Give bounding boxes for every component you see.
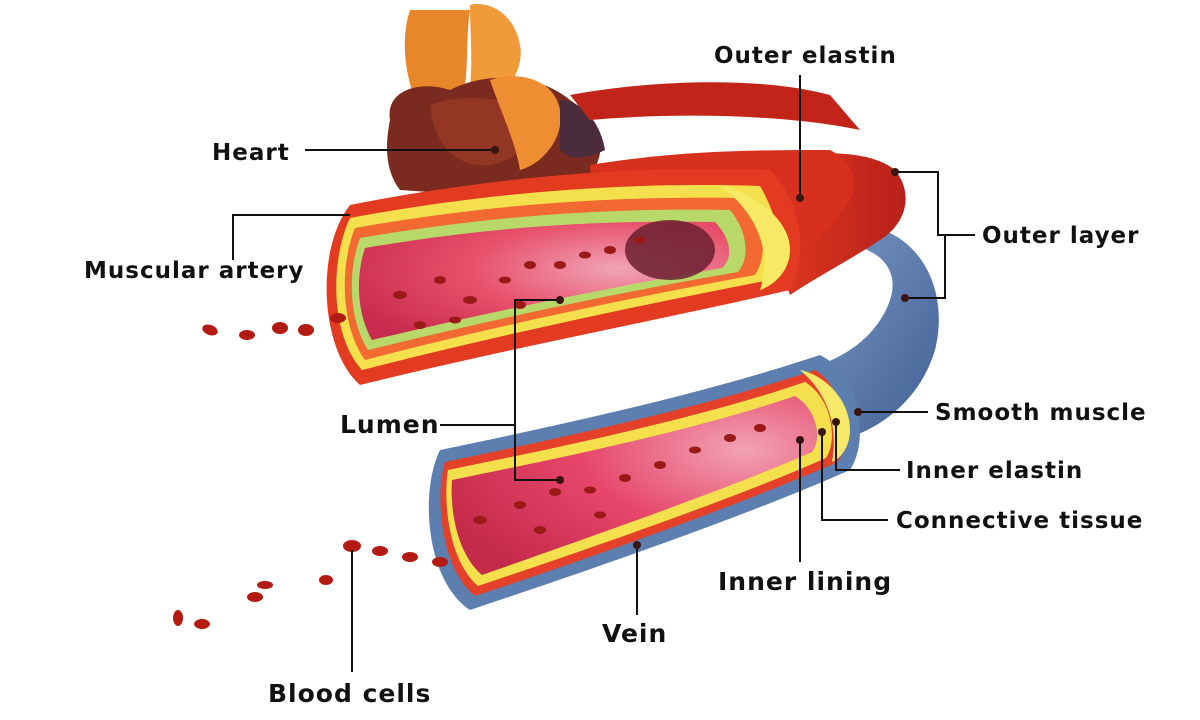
blood-cell	[343, 540, 361, 552]
blood-cell	[514, 301, 526, 309]
blood-cell	[173, 610, 183, 626]
blood-cell	[514, 501, 526, 509]
blood-cell	[202, 324, 218, 336]
blood-cell	[584, 486, 596, 494]
artery-blood-cells	[393, 236, 646, 329]
blood-cell	[194, 619, 210, 629]
label-smooth-muscle: Smooth muscle	[935, 400, 1147, 426]
blood-cell	[634, 236, 646, 244]
blood-cell	[554, 261, 566, 269]
blood-cell	[724, 434, 736, 442]
blood-cell	[298, 324, 314, 336]
leader-dot	[891, 168, 899, 176]
blood-cell	[393, 291, 407, 299]
leader-dot	[901, 294, 909, 302]
heart-dark-vessel	[560, 100, 605, 158]
vein-cut-face-yellow	[800, 370, 850, 462]
leader-dot	[818, 428, 826, 436]
blood-cell	[473, 516, 487, 524]
muscular-artery-tube	[326, 168, 801, 385]
label-heart: Heart	[212, 140, 290, 166]
blood-cell	[604, 246, 616, 254]
leader-dot	[491, 146, 499, 154]
heart-illustration	[387, 4, 605, 195]
blood-cell	[549, 488, 561, 496]
leader-dot	[633, 541, 641, 549]
blood-cell	[372, 546, 388, 556]
blood-cell	[257, 581, 273, 589]
blood-cell	[239, 330, 255, 340]
label-muscular-artery: Muscular artery	[84, 258, 305, 284]
blood-cell	[654, 461, 666, 469]
labels: Outer elastin Heart Outer layer Muscular…	[84, 43, 1147, 708]
blood-cell	[330, 313, 346, 323]
blood-cell	[272, 322, 288, 334]
blood-cell	[579, 251, 591, 259]
label-outer-layer: Outer layer	[982, 223, 1140, 249]
leader-muscular-artery	[232, 214, 350, 260]
label-vein: Vein	[602, 619, 667, 648]
blood-cell	[499, 276, 511, 284]
blood-cell	[434, 276, 446, 284]
label-inner-lining: Inner lining	[718, 567, 892, 596]
leader-dot	[796, 194, 804, 202]
artery-lumen-shadow	[625, 220, 715, 280]
blood-cell	[534, 526, 546, 534]
label-outer-elastin: Outer elastin	[714, 43, 897, 69]
blood-cell	[524, 261, 536, 269]
leader-dot	[796, 436, 804, 444]
leader-connective-tissue	[821, 432, 888, 521]
label-connective-tissue: Connective tissue	[896, 508, 1143, 534]
leader-dot	[556, 476, 564, 484]
blood-cell	[449, 316, 461, 324]
leader-lumen-vertical	[514, 299, 560, 481]
leader-inner-elastin	[835, 422, 900, 471]
label-blood-cells: Blood cells	[268, 679, 431, 708]
heart-to-artery-vessel	[570, 82, 860, 130]
blood-cell	[414, 321, 426, 329]
leader-dot	[556, 296, 564, 304]
leader-dot	[832, 418, 840, 426]
heart-aorta	[404, 10, 470, 110]
artery-cut-face-yellow	[720, 185, 790, 290]
blood-cell	[619, 474, 631, 482]
blood-cell	[247, 592, 263, 602]
heart-orange-vessel	[490, 76, 561, 170]
blood-cell	[432, 557, 448, 567]
blood-cell	[594, 511, 606, 519]
label-inner-elastin: Inner elastin	[906, 458, 1083, 484]
leader-outer-layer-lower	[905, 235, 946, 299]
vein-blood-cells	[473, 424, 766, 534]
leader-outer-layer	[895, 171, 975, 236]
blood-cell	[402, 552, 418, 562]
blood-cell	[689, 446, 701, 454]
blood-cell	[754, 424, 766, 432]
leader-dot	[854, 408, 862, 416]
outside-blood-cells	[173, 313, 448, 629]
blood-cell	[463, 296, 477, 304]
blood-cell	[319, 575, 333, 585]
label-lumen: Lumen	[340, 410, 440, 439]
leader-lines	[232, 75, 975, 672]
